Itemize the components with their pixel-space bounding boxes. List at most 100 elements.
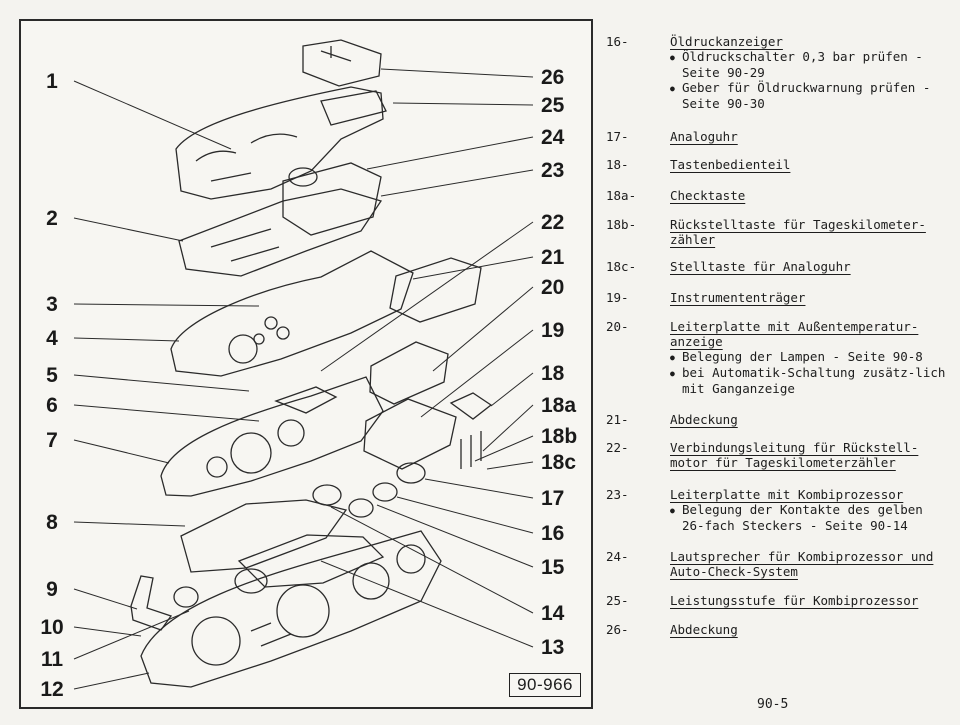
callout-2: 2 bbox=[46, 207, 58, 230]
legend-title: Analoguhr bbox=[670, 129, 738, 144]
legend-number: 21- bbox=[606, 412, 629, 427]
leader-line-14 bbox=[330, 506, 534, 614]
callout-19: 19 bbox=[541, 319, 564, 342]
leader-line-22 bbox=[320, 221, 534, 372]
legend-entry-17: 17- Analoguhr bbox=[606, 129, 951, 144]
callout-26: 26 bbox=[541, 66, 564, 89]
legend-entry-18c: 18c- Stelltaste für Analoguhr bbox=[606, 259, 951, 274]
leader-line-9 bbox=[73, 588, 138, 610]
leader-line-7 bbox=[73, 439, 170, 464]
leader-line-21 bbox=[412, 256, 534, 280]
exploded-instrument-cluster-drawing: 12345678910111226252423222120191818a18b1… bbox=[40, 39, 577, 701]
legend-title: Öldruckanzeiger bbox=[670, 34, 783, 49]
legend-number: 18- bbox=[606, 157, 629, 172]
leader-line-18b bbox=[474, 435, 534, 462]
legend-entry-19: 19- Instrumententräger bbox=[606, 290, 951, 305]
leader-line-19 bbox=[420, 329, 534, 418]
legend-number: 18a- bbox=[606, 188, 637, 203]
callout-11: 11 bbox=[41, 648, 64, 671]
legend-body: Leiterplatte mit Außentemperatur-anzeige… bbox=[670, 319, 951, 396]
leader-line-10 bbox=[73, 626, 142, 637]
callout-12: 12 bbox=[40, 678, 63, 701]
leader-line-25 bbox=[392, 102, 534, 106]
legend-number: 18c- bbox=[606, 259, 637, 274]
leader-line-17 bbox=[424, 478, 534, 499]
callout-18b: 18b bbox=[541, 425, 577, 448]
legend-number: 22- bbox=[606, 440, 629, 455]
legend-entry-20: 20-Leiterplatte mit Außentemperatur-anze… bbox=[606, 319, 951, 396]
legend-number: 25- bbox=[606, 593, 629, 608]
legend-title: Lautsprecher für Kombiprozessor und Auto… bbox=[670, 549, 934, 579]
leader-line-1 bbox=[73, 80, 232, 150]
legend-body: Lautsprecher für Kombiprozessor und Auto… bbox=[670, 549, 951, 579]
leader-line-11 bbox=[73, 610, 190, 660]
callout-17: 17 bbox=[541, 487, 564, 510]
legend-title: Leistungsstufe für Kombiprozessor bbox=[670, 593, 919, 608]
leader-line-12 bbox=[73, 672, 150, 690]
legend-entry-21: 21- Abdeckung bbox=[606, 412, 951, 427]
legend-title: Instrumententräger bbox=[670, 290, 806, 305]
legend-body: Abdeckung bbox=[670, 412, 951, 427]
leader-line-20 bbox=[432, 286, 534, 372]
legend-title: Verbindungsleitung für Rückstell-motor f… bbox=[670, 440, 919, 470]
legend-subitem: Geber für Öldruckwarnung prüfen - Seite … bbox=[670, 80, 951, 111]
callout-18a: 18a bbox=[541, 394, 576, 417]
legend-title: Abdeckung bbox=[670, 622, 738, 637]
callout-18: 18 bbox=[541, 362, 565, 385]
legend-subitem: bei Automatik-Schaltung zusätz-lich mit … bbox=[670, 365, 951, 396]
legend-number: 23- bbox=[606, 487, 629, 502]
leader-line-4 bbox=[73, 337, 180, 342]
callout-5: 5 bbox=[46, 364, 58, 387]
callout-21: 21 bbox=[541, 246, 565, 269]
legend-number: 17- bbox=[606, 129, 629, 144]
leader-line-8 bbox=[73, 521, 186, 527]
legend-body: ÖldruckanzeigerÖldruckschalter 0,3 bar p… bbox=[670, 34, 951, 111]
callout-18c: 18c bbox=[541, 451, 576, 474]
legend-entry-25: 25- Leistungsstufe für Kombiprozessor bbox=[606, 593, 951, 608]
legend-entry-18b: 18b- Rückstelltaste für Tageskilometer-zä… bbox=[606, 217, 951, 247]
callout-9: 9 bbox=[46, 578, 58, 601]
callout-13: 13 bbox=[541, 636, 564, 659]
leader-line-18a bbox=[482, 404, 534, 452]
leader-line-5 bbox=[73, 374, 250, 392]
callout-20: 20 bbox=[541, 276, 564, 299]
leader-line-13 bbox=[320, 560, 534, 648]
legend-body: Leiterplatte mit KombiprozessorBelegung … bbox=[670, 487, 951, 533]
legend-entry-26: 26- Abdeckung bbox=[606, 622, 951, 637]
page-number: 90-5 bbox=[757, 697, 789, 712]
legend-body: Checktaste bbox=[670, 188, 951, 203]
leader-line-26 bbox=[380, 68, 534, 78]
callout-24: 24 bbox=[541, 126, 565, 149]
callout-8: 8 bbox=[46, 511, 58, 534]
legend-body: Rückstelltaste für Tageskilometer-zähler bbox=[670, 217, 951, 247]
callout-6: 6 bbox=[46, 394, 58, 417]
legend-body: Analoguhr bbox=[670, 129, 951, 144]
legend-title: Leiterplatte mit Kombiprozessor bbox=[670, 487, 904, 502]
legend-entry-16: 16- ÖldruckanzeigerÖldruckschalter 0,3 ba… bbox=[606, 34, 951, 111]
legend-body: Stelltaste für Analoguhr bbox=[670, 259, 951, 274]
leader-line-18 bbox=[490, 372, 534, 407]
legend-body: Tastenbedienteil bbox=[670, 157, 951, 172]
callout-3: 3 bbox=[46, 293, 58, 316]
legend-number: 24- bbox=[606, 549, 629, 564]
legend-entry-22: 22- Verbindungsleitung für Rückstell-moto… bbox=[606, 440, 951, 470]
legend-entry-24: 24- Lautsprecher für Kombiprozessor und A… bbox=[606, 549, 951, 579]
legend-title: Rückstelltaste für Tageskilometer-zähler bbox=[670, 217, 926, 247]
legend-title: Abdeckung bbox=[670, 412, 738, 427]
legend-title: Leiterplatte mit Außentemperatur-anzeige bbox=[670, 319, 919, 349]
legend-number: 16- bbox=[606, 34, 629, 49]
leader-line-3 bbox=[73, 303, 260, 307]
leader-line-23 bbox=[380, 169, 534, 197]
callout-7: 7 bbox=[46, 429, 58, 452]
legend-entry-18a: 18a- Checktaste bbox=[606, 188, 951, 203]
leader-line-18c bbox=[486, 461, 534, 470]
leader-line-15 bbox=[376, 504, 534, 568]
legend-entry-23: 23- Leiterplatte mit KombiprozessorBelegu… bbox=[606, 487, 951, 533]
legend-number: 18b- bbox=[606, 217, 637, 232]
legend-number: 19- bbox=[606, 290, 629, 305]
legend-number: 26- bbox=[606, 622, 629, 637]
callout-22: 22 bbox=[541, 211, 564, 234]
legend-subitem: Öldruckschalter 0,3 bar prüfen - Seite 9… bbox=[670, 49, 951, 80]
legend-title: Stelltaste für Analoguhr bbox=[670, 259, 851, 274]
